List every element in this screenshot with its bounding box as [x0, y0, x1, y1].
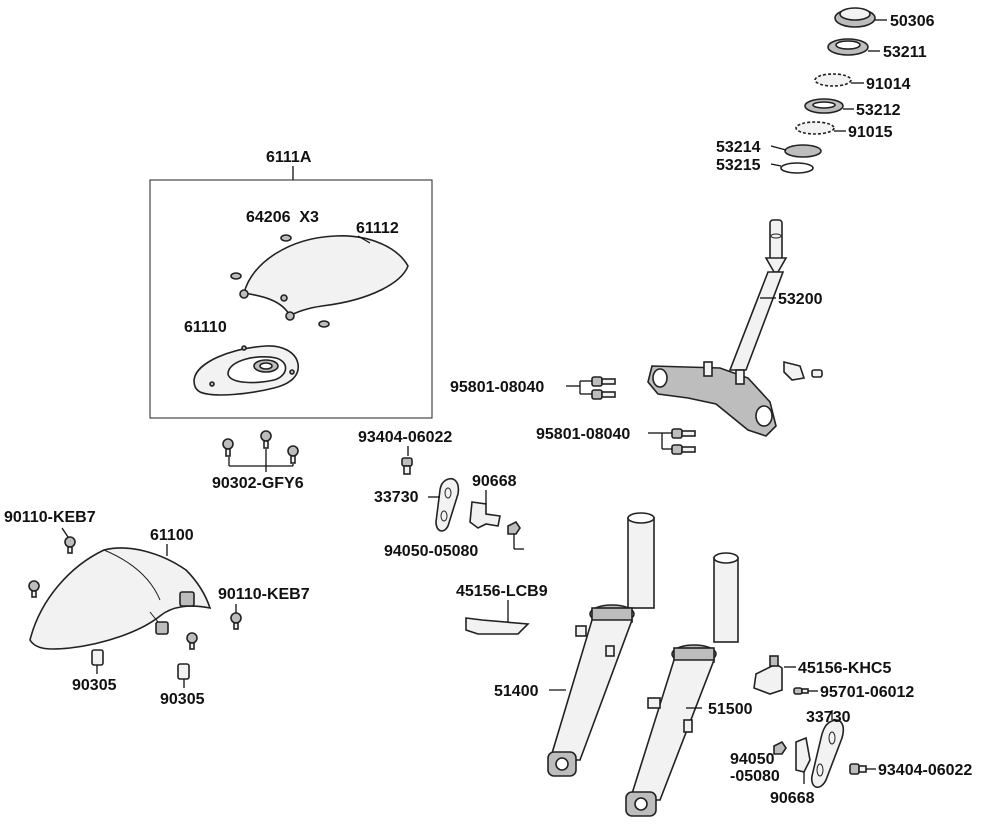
- label-51400: 51400: [494, 683, 539, 700]
- label-93404-center: 93404-06022: [358, 429, 452, 446]
- top-cone-race-50306: [834, 7, 887, 28]
- label-53211: 53211: [883, 44, 927, 61]
- label-90305-b: 90305: [160, 691, 205, 708]
- screw-95701-06012: [793, 687, 818, 695]
- label-94050-right-2: -05080: [730, 768, 780, 785]
- fork-leg-51400: [547, 512, 655, 777]
- hose-guide-45156-LCB9: [465, 600, 530, 635]
- label-90110-a: 90110-KEB7: [4, 509, 96, 526]
- label-61100: 61100: [150, 527, 194, 544]
- bracket-90668-right: [795, 736, 811, 784]
- screw-90110-KEB7-a: [61, 527, 76, 554]
- label-64206: 64206 X3: [246, 209, 319, 226]
- label-93404-right: 93404-06022: [878, 762, 972, 779]
- label-95701: 95701-06012: [820, 684, 914, 701]
- label-90305-a: 90305: [72, 677, 117, 694]
- grommets-64206: [230, 234, 330, 328]
- steel-balls-91015: [795, 121, 846, 135]
- label-91014: 91014: [866, 76, 911, 93]
- label-6111A: 6111A: [266, 149, 312, 166]
- clip-90305-a: [91, 649, 104, 674]
- cone-race-53214: [770, 144, 822, 158]
- screw-side-left: [28, 580, 40, 598]
- screws-90302-GFY6: [222, 430, 299, 472]
- stem-clamp-small: [783, 360, 823, 381]
- label-53200: 53200: [778, 291, 823, 308]
- steel-balls-91014: [814, 73, 864, 87]
- label-53212: 53212: [856, 102, 901, 119]
- label-90302: 90302-GFY6: [212, 475, 304, 492]
- label-53215: 53215: [716, 157, 761, 174]
- label-95801-lower: 95801-08040: [536, 426, 630, 443]
- screw-90110-KEB7-b: [230, 604, 242, 630]
- clip-90305-b: [177, 663, 190, 688]
- label-53214: 53214: [716, 139, 761, 156]
- ball-race-53212: [804, 98, 854, 114]
- dust-seal-53215: [770, 162, 814, 174]
- fork-leg-51500: [625, 552, 739, 817]
- assembly-box-6111A: [149, 166, 433, 419]
- label-45156-KHC5: 45156-KHC5: [798, 660, 891, 677]
- bolt-93404-06022-center: [401, 446, 413, 475]
- hose-clamp-45156-KHC5: [753, 655, 796, 695]
- bolt-95801-08040-upper: [566, 376, 616, 400]
- label-90668-right: 90668: [770, 790, 815, 807]
- label-45156-LCB9: 45156-LCB9: [456, 583, 548, 600]
- label-33730-right: 33730: [806, 709, 851, 726]
- label-94050-right-1: 94050: [730, 751, 775, 768]
- label-95801-upper: 95801-08040: [450, 379, 544, 396]
- reflector-33730-right: [810, 710, 845, 788]
- ball-race-53211: [827, 38, 880, 56]
- nut-94050-05080-right: [773, 740, 787, 755]
- label-33730-center: 33730: [374, 489, 419, 506]
- label-91015: 91015: [848, 124, 893, 141]
- reflector-33730-center: [428, 478, 460, 532]
- plate-61110: [193, 345, 299, 396]
- label-94050-center: 94050-05080: [384, 543, 478, 560]
- nut-94050-05080-center: [507, 520, 524, 550]
- front-fender-61100: [29, 544, 212, 650]
- screw-lower: [186, 632, 198, 650]
- label-90110-b: 90110-KEB7: [218, 586, 310, 603]
- bracket-90668-center: [469, 490, 501, 529]
- label-61110: 61110: [184, 319, 227, 336]
- cover-61112: [239, 235, 409, 321]
- label-61112: 61112: [356, 220, 399, 237]
- bolt-93404-06022-right: [849, 763, 876, 775]
- steering-stem-53200: [647, 219, 788, 437]
- bolt-95801-08040-lower: [648, 428, 696, 455]
- label-50306: 50306: [890, 13, 935, 30]
- label-90668-center: 90668: [472, 473, 517, 490]
- label-51500: 51500: [708, 701, 753, 718]
